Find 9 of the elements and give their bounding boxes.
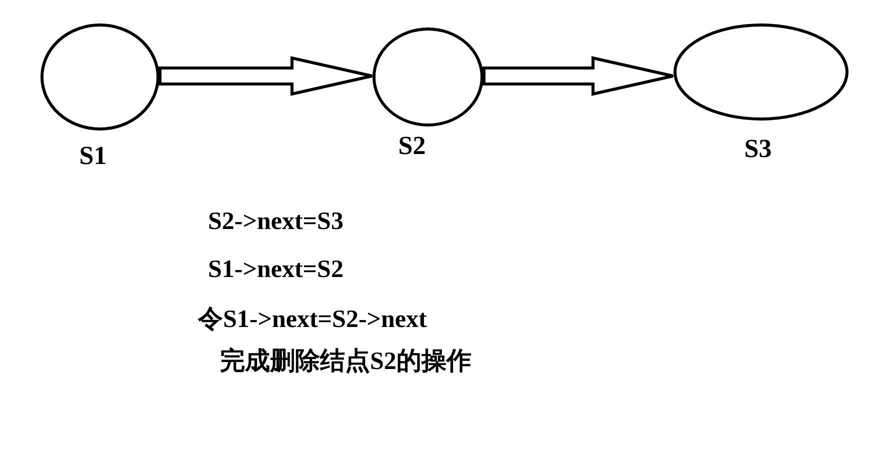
block-arrow [482, 56, 674, 96]
node-label: S1 [79, 141, 107, 171]
code-text: S2->next=S3 [208, 207, 344, 237]
node-label: S2 [398, 131, 426, 161]
code-text: 令S1->next=S2->next [198, 305, 428, 335]
node-label: S3 [744, 134, 772, 164]
code-text: S1->next=S2 [208, 255, 344, 285]
code-text: 完成删除结点S2的操作 [220, 346, 472, 377]
block-arrow [158, 56, 374, 96]
